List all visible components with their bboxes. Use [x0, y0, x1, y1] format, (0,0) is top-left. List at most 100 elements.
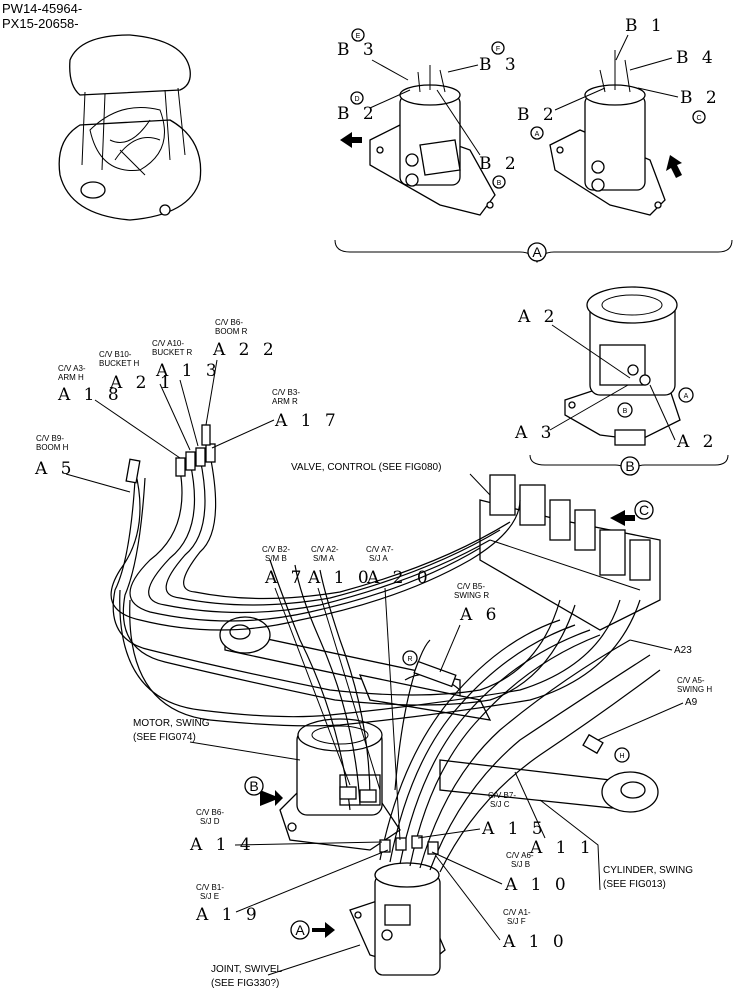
svg-text:BUCKET R: BUCKET R [152, 348, 193, 357]
ref-a7: A 7 [264, 568, 306, 588]
ref-b3-left: B 3 [337, 40, 378, 60]
svg-text:SWING R: SWING R [454, 591, 489, 600]
motor-swing-label-1: MOTOR, SWING [133, 718, 210, 729]
detail-a-refs: B 3 B 2 B 3 B 2 B 1 B 4 B 2 B 2 [337, 16, 721, 174]
detail-b-motor [564, 286, 681, 446]
ref-a5: A 5 [34, 459, 76, 479]
svg-text:A: A [535, 131, 540, 138]
svg-text:C/V B7-: C/V B7- [488, 791, 516, 800]
control-valve [479, 474, 661, 631]
hose-bundle [110, 454, 661, 873]
ref-b2-left: B 2 [337, 104, 378, 124]
svg-text:C/V A2-: C/V A2- [311, 545, 339, 554]
ref-a15: A 1 5 [481, 819, 547, 839]
ref-a17: A 1 7 [274, 411, 340, 431]
hose-fittings [125, 424, 604, 855]
svg-text:C/V A10-: C/V A10- [152, 339, 184, 348]
ref-b4: B 4 [676, 48, 717, 68]
ref-b3-mid: B 3 [479, 55, 520, 75]
view-h-circle [614, 747, 630, 763]
swivel-joint-main [312, 862, 446, 976]
ref-a10-top: A 1 0 [307, 568, 373, 588]
view-c-label: C [639, 502, 649, 518]
ref-a10-mid: A 1 0 [504, 875, 570, 895]
ref-a13: A 1 3 [155, 361, 221, 381]
svg-text:C/V A7-: C/V A7- [366, 545, 394, 554]
svg-text:D: D [354, 96, 359, 103]
svg-text:S/J E: S/J E [200, 892, 219, 901]
svg-text:C/V B1-: C/V B1- [196, 883, 224, 892]
machine-thumbnail [58, 34, 202, 221]
svg-text:S/J B: S/J B [511, 860, 530, 869]
port-labels-lower: C/V B6- S/J D A 1 4 C/V B7- S/J C A 1 5 … [189, 771, 591, 952]
svg-text:R: R [407, 656, 412, 663]
svg-text:E: E [356, 33, 361, 40]
ref-a20: A 2 0 [366, 568, 432, 588]
ref-a9: A9 [685, 697, 698, 708]
ref-b1: B 1 [625, 16, 666, 36]
svg-text:C/V B3-: C/V B3- [272, 388, 300, 397]
view-a-circle [527, 242, 547, 262]
svg-text:F: F [496, 46, 500, 53]
svg-text:S/J A: S/J A [369, 554, 388, 563]
joint-swivel-label-1: JOINT, SWIVEL [211, 964, 283, 975]
header-line2: PX15-20658- [2, 16, 79, 31]
cylinder-swing-label-1: CYLINDER, SWING [603, 865, 693, 876]
detail-b-refs: A 2 A 3 A 2 B A [514, 307, 718, 452]
svg-text:C/V A1-: C/V A1- [503, 908, 531, 917]
svg-text:C/V B10-: C/V B10- [99, 350, 132, 359]
ref-a23: A23 [674, 645, 692, 656]
port-labels-upper: C/V B9- BOOM H A 5 C/V A3- ARM H A 1 8 C… [34, 318, 340, 493]
view-b-label: B [625, 458, 634, 474]
ref-a10-bottom: A 1 0 [502, 932, 568, 952]
view-r-circle [402, 650, 418, 666]
svg-text:ARM H: ARM H [58, 373, 84, 382]
detail-a-left-joint [340, 65, 496, 216]
svg-text:C/V B2-: C/V B2- [262, 545, 290, 554]
svg-text:S/M B: S/M B [265, 554, 287, 563]
ref-a3: A 3 [514, 423, 556, 443]
svg-text:SWING H: SWING H [677, 685, 712, 694]
svg-text:ARM R: ARM R [272, 397, 298, 406]
motor-swing-label-2: (SEE FIG074) [133, 732, 196, 743]
svg-text:C/V B6-: C/V B6- [215, 318, 243, 327]
svg-text:BOOM H: BOOM H [36, 443, 69, 452]
svg-text:S/J C: S/J C [490, 800, 510, 809]
ref-b2-mid: B 2 [479, 154, 520, 174]
ref-b2-right-b: B 2 [680, 88, 721, 108]
ref-b2-right-a: B 2 [517, 105, 558, 125]
svg-text:C/V A5-: C/V A5- [677, 676, 705, 685]
cylinder-swing-label-2: (SEE FIG013) [603, 879, 666, 890]
swing-cylinder [219, 616, 659, 813]
joint-swivel-label-2: (SEE FIG330?) [211, 978, 279, 989]
ref-a14: A 1 4 [189, 835, 255, 855]
view-a-main-circle [290, 920, 310, 940]
view-a-label: A [532, 244, 542, 260]
svg-text:S/M A: S/M A [313, 554, 335, 563]
svg-text:A: A [684, 393, 689, 400]
ref-a2-top: A 2 [517, 307, 559, 327]
svg-text:BUCKET H: BUCKET H [99, 359, 140, 368]
ref-a22: A 2 2 [212, 340, 278, 360]
svg-text:B: B [249, 778, 258, 794]
detail-a-bracket [334, 239, 733, 264]
ref-a2-bottom: A 2 [676, 432, 718, 452]
svg-text:B: B [497, 180, 502, 187]
header-line1: PW14-45964- [2, 1, 82, 16]
detail-a-right-joint [549, 50, 682, 216]
view-b-main-circle [244, 776, 264, 796]
svg-text:C/V B6-: C/V B6- [196, 808, 224, 817]
svg-text:A: A [295, 922, 305, 938]
svg-text:S/J F: S/J F [507, 917, 526, 926]
ref-a19: A 1 9 [195, 905, 261, 925]
svg-text:B: B [623, 408, 628, 415]
detail-a-circles: E F D B A C [350, 28, 706, 189]
svg-text:H: H [619, 753, 624, 760]
ref-a6: A 6 [459, 605, 501, 625]
view-c-circle [634, 500, 654, 520]
svg-text:C/V A6-: C/V A6- [506, 851, 534, 860]
svg-text:BOOM R: BOOM R [215, 327, 248, 336]
valve-control-label: VALVE, CONTROL (SEE FIG080) [291, 462, 441, 473]
